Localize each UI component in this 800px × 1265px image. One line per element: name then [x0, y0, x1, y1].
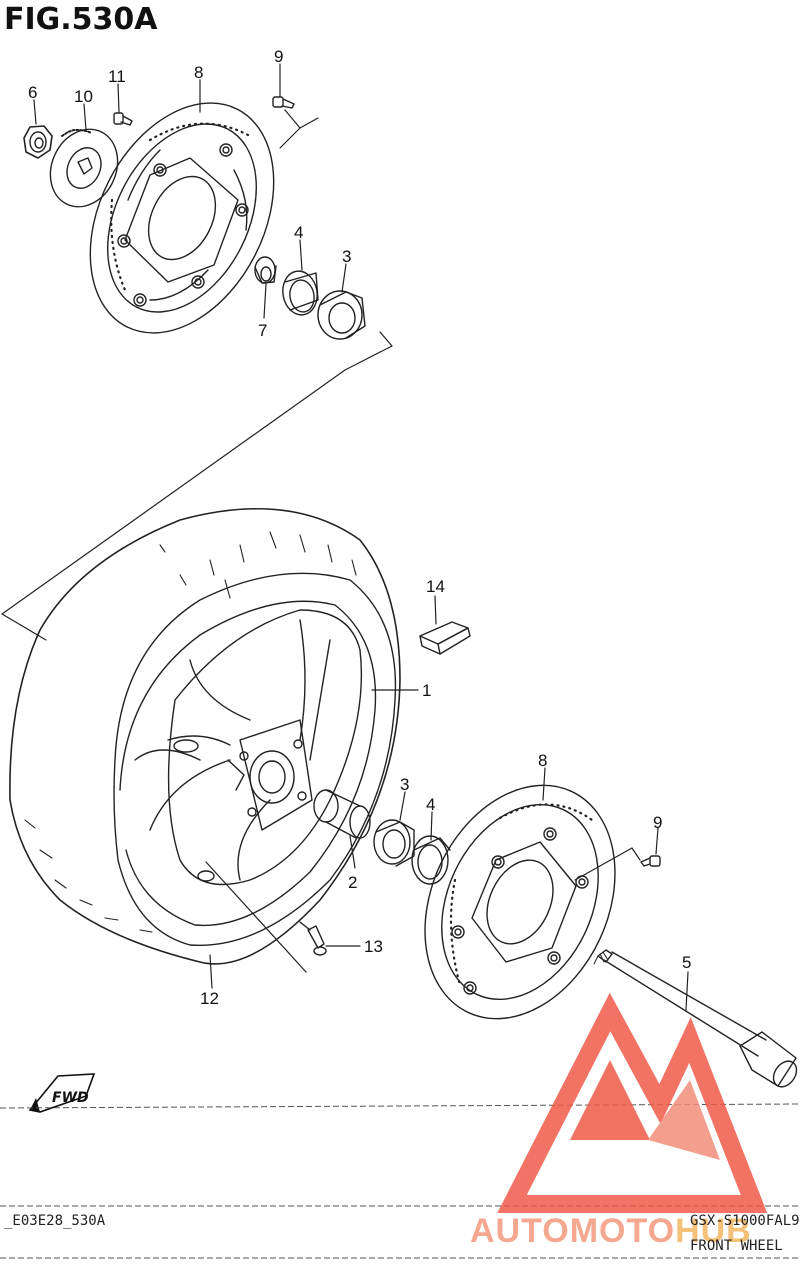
- part-12-tyre: [9, 507, 401, 965]
- callout-5: 5: [682, 953, 691, 972]
- fwd-label: FWD: [52, 1090, 89, 1106]
- part-11-bolt: [113, 112, 133, 126]
- part-1-rim: [134, 609, 363, 886]
- fwd-direction-badge: FWD: [28, 1073, 96, 1113]
- part-8-brake-disc-lower: [424, 784, 616, 1020]
- diagram-code-left: _E03E28_530A: [4, 1213, 106, 1229]
- part-9-bolt-upper: [272, 96, 319, 149]
- callout-14: 14: [426, 577, 445, 596]
- callout-13: 13: [364, 937, 383, 956]
- model-code: GSX-S1000FAL9: [690, 1213, 800, 1229]
- leader-lines: [33, 63, 689, 1011]
- part-8-brake-disc-upper: [89, 102, 275, 334]
- part-9-bolt-lower: [574, 847, 661, 881]
- valve-hole: [197, 870, 215, 882]
- part-7-spacer: [254, 256, 277, 284]
- part-2-collar: [313, 789, 371, 839]
- callout-3-upper: 3: [342, 247, 351, 266]
- part-3-bearing-upper: [317, 290, 366, 340]
- callout-1: 1: [422, 681, 431, 700]
- wheel-hub: [167, 719, 313, 831]
- callout-9-upper: 9: [274, 47, 283, 66]
- part-6-nut: [23, 125, 53, 159]
- part-10-sensor-ring: [49, 128, 119, 208]
- watermark-brand-text: AUTOMOTOHUB: [470, 1212, 752, 1251]
- watermark-brand-part1: AUTOMOTO: [470, 1212, 676, 1250]
- callout-2: 2: [348, 873, 357, 892]
- callout-11: 11: [108, 67, 126, 86]
- part-4-seal-lower: [411, 835, 451, 885]
- callout-6: 6: [28, 83, 37, 102]
- callout-8-upper: 8: [194, 63, 203, 82]
- figure-title: FIG.530A: [4, 2, 158, 37]
- part-5-axle: [593, 949, 798, 1088]
- callout-12: 12: [200, 989, 219, 1008]
- callout-3-lower: 3: [400, 775, 409, 794]
- callout-4-upper: 4: [294, 223, 303, 242]
- watermark-logo: [497, 992, 768, 1213]
- figure-subtitle: FRONT WHEEL: [690, 1238, 783, 1254]
- part-4-seal-upper: [282, 270, 319, 316]
- callout-7: 7: [258, 321, 267, 340]
- part-14-balance-weight: [419, 621, 471, 655]
- callout-10: 10: [74, 87, 93, 106]
- callout-labels: 6 10 11 8 9 4 3 7 14 1 8 3 4 9 2 13 5 12: [28, 47, 691, 1008]
- watermark-brand-part2: HUB: [675, 1212, 752, 1250]
- callout-4-lower: 4: [426, 795, 435, 814]
- callout-9-lower: 9: [653, 813, 662, 832]
- callout-8-lower: 8: [538, 751, 547, 770]
- part-3-bearing-lower: [373, 819, 415, 867]
- part-13-valve: [299, 921, 327, 956]
